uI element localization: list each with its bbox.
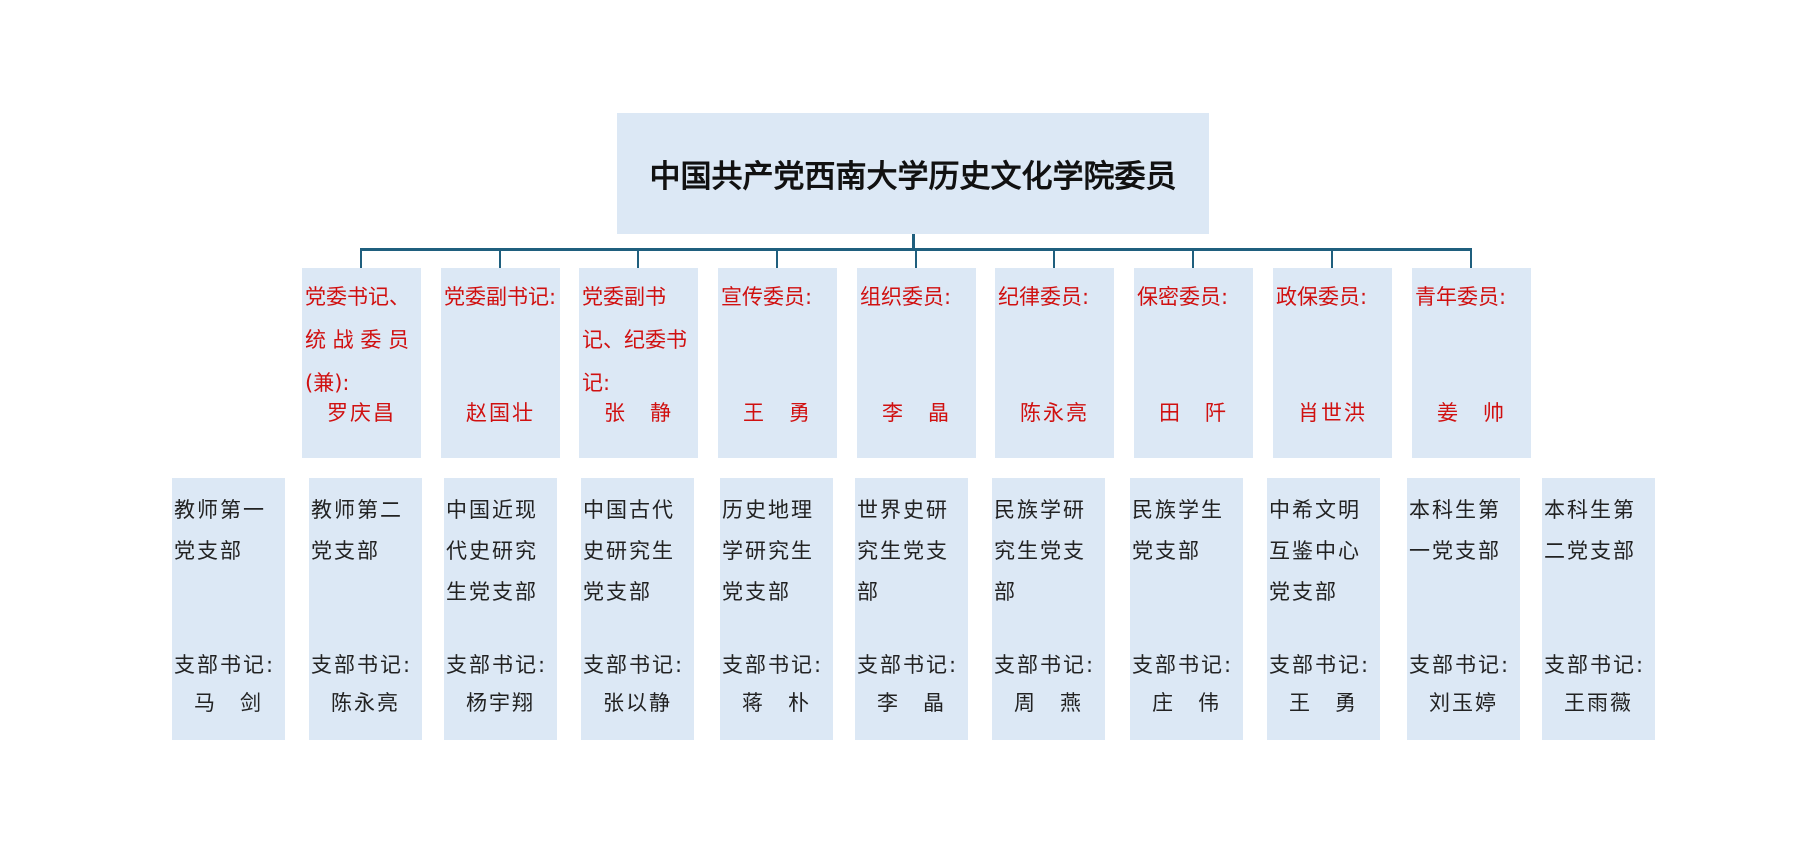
committee-title: 中国共产党西南大学历史文化学院委员 [649,159,1177,195]
branch-secretary: 马 剑 [194,691,263,715]
connector-drop [360,248,362,268]
party-branch-box: 教师第一党支部支部书记: 马 剑 [172,478,285,740]
committee-member-box: 青年委员: 姜 帅 [1412,268,1531,458]
branch-name: 本科生第一党支部 [1409,498,1501,563]
branch-name: 历史地理学研究生党支部 [722,498,814,604]
branch-secretary: 刘玉婷 [1429,691,1498,715]
connector-drop [915,248,917,268]
connector-drop [1470,248,1472,268]
branch-name: 民族学生党支部 [1132,498,1224,563]
member-name: 王 勇 [743,401,812,425]
connector-drop [1331,248,1333,268]
connector-drop [637,248,639,268]
branch-name: 教师第二党支部 [311,498,403,563]
branch-secretary: 周 燕 [1014,691,1083,715]
branch-secretary: 蒋 朴 [742,691,811,715]
connector-drop [776,248,778,268]
branch-secretary: 张以静 [603,691,672,715]
secretary-label: 支部书记: [857,653,959,677]
member-role: 政保委员: [1276,285,1368,309]
committee-member-box: 纪律委员: 陈永亮 [995,268,1114,458]
branch-secretary: 陈永亮 [331,691,400,715]
member-role: 党委副书记: [444,285,557,309]
secretary-label: 支部书记: [174,653,276,677]
member-role: 宣传委员: [721,285,813,309]
connector-drop [499,248,501,268]
member-role: 保密委员: [1137,285,1229,309]
member-role: 党委副书记、纪委书记: [582,285,687,395]
party-branch-box: 教师第二党支部支部书记: 陈永亮 [309,478,422,740]
member-name: 张 静 [604,401,673,425]
branch-name: 中希文明互鉴中心党支部 [1269,498,1361,604]
secretary-label: 支部书记: [1544,653,1646,677]
secretary-label: 支部书记: [722,653,824,677]
party-branch-box: 民族学研究生党支部支部书记: 周 燕 [992,478,1105,740]
connector-drop [1053,248,1055,268]
branch-name: 民族学研究生党支部 [994,498,1086,604]
branch-secretary: 李 晶 [877,691,946,715]
secretary-label: 支部书记: [994,653,1096,677]
branch-name: 世界史研究生党支部 [857,498,949,604]
committee-member-box: 政保委员: 肖世洪 [1273,268,1392,458]
committee-title-box: 中国共产党西南大学历史文化学院委员 [617,113,1209,234]
member-name: 田 阡 [1159,401,1228,425]
connector-drop [1192,248,1194,268]
party-branch-box: 本科生第二党支部支部书记: 王雨薇 [1542,478,1655,740]
branch-secretary: 庄 伟 [1152,691,1221,715]
branch-name: 本科生第二党支部 [1544,498,1636,563]
committee-member-box: 宣传委员: 王 勇 [718,268,837,458]
secretary-label: 支部书记: [1409,653,1511,677]
branch-name: 教师第一党支部 [174,498,266,563]
branch-secretary: 王雨薇 [1564,691,1633,715]
committee-member-box: 党委书记、统 战 委 员 (兼): 罗庆昌 [302,268,421,458]
member-name: 陈永亮 [1020,401,1089,425]
branch-name: 中国近现代史研究生党支部 [446,498,538,604]
member-name: 赵国壮 [466,401,535,425]
connector-trunk [912,234,915,250]
member-role: 组织委员: [860,285,952,309]
member-role: 青年委员: [1415,285,1507,309]
party-branch-box: 本科生第一党支部支部书记: 刘玉婷 [1407,478,1520,740]
member-name: 姜 帅 [1437,401,1506,425]
member-role: 纪律委员: [998,285,1090,309]
member-role: 党委书记、统 战 委 员 (兼): [305,285,410,395]
committee-member-box: 组织委员: 李 晶 [857,268,976,458]
committee-member-box: 党委副书记: 赵国壮 [441,268,560,458]
committee-member-box: 党委副书记、纪委书记: 张 静 [579,268,698,458]
secretary-label: 支部书记: [1269,653,1371,677]
party-branch-box: 历史地理学研究生党支部支部书记: 蒋 朴 [720,478,833,740]
member-name: 肖世洪 [1298,401,1367,425]
secretary-label: 支部书记: [583,653,685,677]
branch-secretary: 杨宇翔 [466,691,535,715]
party-branch-box: 中希文明互鉴中心党支部支部书记: 王 勇 [1267,478,1380,740]
secretary-label: 支部书记: [1132,653,1234,677]
branch-name: 中国古代史研究生党支部 [583,498,675,604]
party-branch-box: 世界史研究生党支部支部书记: 李 晶 [855,478,968,740]
secretary-label: 支部书记: [446,653,548,677]
party-branch-box: 中国古代史研究生党支部支部书记: 张以静 [581,478,694,740]
member-name: 罗庆昌 [327,401,396,425]
party-branch-box: 中国近现代史研究生党支部支部书记: 杨宇翔 [444,478,557,740]
secretary-label: 支部书记: [311,653,413,677]
branch-secretary: 王 勇 [1289,691,1358,715]
committee-member-box: 保密委员: 田 阡 [1134,268,1253,458]
member-name: 李 晶 [882,401,951,425]
party-branch-box: 民族学生党支部支部书记: 庄 伟 [1130,478,1243,740]
